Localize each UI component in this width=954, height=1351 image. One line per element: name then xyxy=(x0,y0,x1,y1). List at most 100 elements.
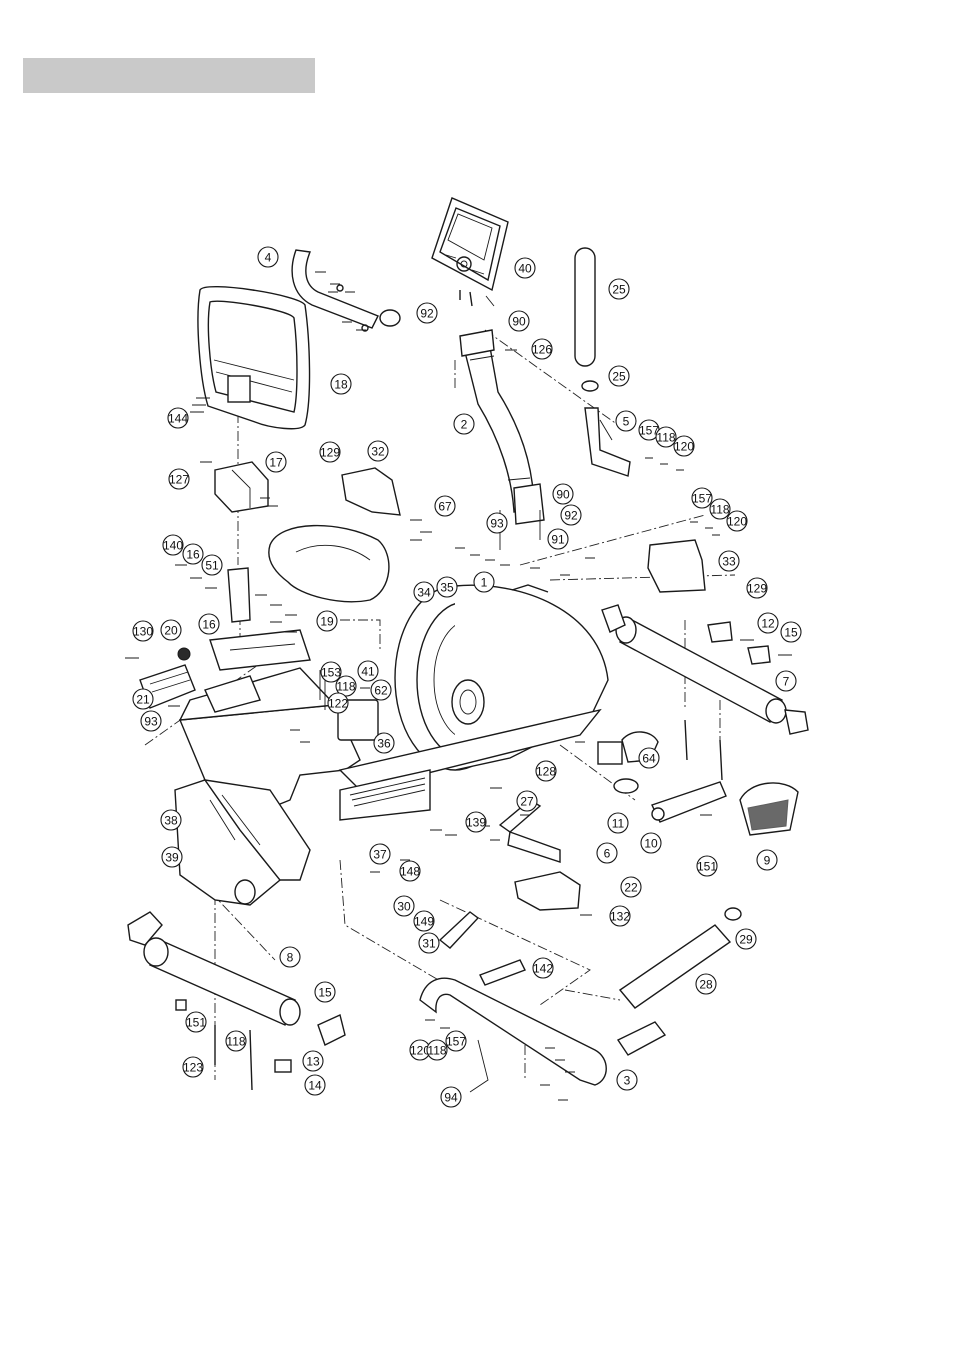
callout-label: 92 xyxy=(564,509,578,523)
callout-circle xyxy=(319,441,341,463)
callout-c157a: 157 xyxy=(638,419,660,441)
callout-label: 13 xyxy=(306,1055,320,1069)
callout-label: 148 xyxy=(400,865,420,879)
callout-circle xyxy=(168,468,190,490)
callout-circle xyxy=(185,1011,207,1033)
callout-c15a: 15 xyxy=(780,621,802,643)
callout-circle xyxy=(735,928,757,950)
callout-c12a: 12 xyxy=(757,612,779,634)
callout-label: 15 xyxy=(784,626,798,640)
callout-c16a: 16 xyxy=(182,543,204,565)
rear-stabilizer-part xyxy=(127,911,346,1091)
callout-label: 157 xyxy=(446,1035,466,1049)
callout-label: 40 xyxy=(518,262,532,276)
backrest-part xyxy=(197,286,311,430)
callout-label: 2 xyxy=(461,418,468,432)
callout-label: 28 xyxy=(699,978,713,992)
callout-label: 64 xyxy=(642,752,656,766)
callout-circle xyxy=(560,504,582,526)
callout-c14: 14 xyxy=(304,1074,326,1096)
callout-c120c: 120 xyxy=(409,1039,431,1061)
upper-handlebar-part xyxy=(291,249,401,329)
callout-label: 41 xyxy=(361,665,375,679)
callout-c40: 40 xyxy=(514,257,536,279)
upper-column-part xyxy=(459,329,545,525)
callout-circle xyxy=(320,661,342,683)
callout-c118a: 118 xyxy=(655,426,677,448)
callout-circle xyxy=(160,809,182,831)
callout-label: 94 xyxy=(444,1091,458,1105)
callout-c127: 127 xyxy=(168,468,190,490)
front-stabilizer-part xyxy=(601,604,809,781)
callout-circle xyxy=(418,932,440,954)
callout-c1: 1 xyxy=(473,571,495,593)
callout-label: 14 xyxy=(308,1079,322,1093)
callout-circle xyxy=(160,619,182,641)
callout-circle xyxy=(535,760,557,782)
callout-c13: 13 xyxy=(302,1050,324,1072)
callout-c29: 29 xyxy=(735,928,757,950)
callout-circle xyxy=(167,407,189,429)
callout-label: 92 xyxy=(420,307,434,321)
callout-label: 36 xyxy=(377,737,391,751)
callout-circle xyxy=(616,1069,638,1091)
callout-c139: 139 xyxy=(465,811,487,833)
callout-circle xyxy=(440,1086,462,1108)
callout-circle xyxy=(532,957,554,979)
callout-label: 140 xyxy=(163,539,183,553)
callout-circle xyxy=(370,679,392,701)
callout-circle xyxy=(609,905,631,927)
callout-c122: 122 xyxy=(327,692,349,714)
callout-label: 38 xyxy=(164,814,178,828)
callout-c132: 132 xyxy=(609,905,631,927)
callout-circle xyxy=(393,895,415,917)
front-handlebar-part xyxy=(419,907,742,1086)
callout-c92a: 92 xyxy=(416,302,438,324)
callout-label: 25 xyxy=(612,283,626,297)
callout-circle xyxy=(367,440,389,462)
callout-label: 15 xyxy=(318,986,332,1000)
callout-label: 130 xyxy=(133,625,153,639)
section-header-bar xyxy=(23,58,315,93)
callout-circle xyxy=(780,621,802,643)
callout-c129a: 129 xyxy=(319,441,341,463)
callout-c62: 62 xyxy=(370,679,392,701)
callout-circle xyxy=(314,981,336,1003)
callout-label: 127 xyxy=(169,473,189,487)
callout-c91: 91 xyxy=(547,528,569,550)
callout-label: 157 xyxy=(639,424,659,438)
callout-label: 128 xyxy=(536,765,556,779)
callout-c148: 148 xyxy=(399,860,421,882)
callout-c67: 67 xyxy=(434,495,456,517)
callout-label: 118 xyxy=(226,1035,245,1049)
callout-c142: 142 xyxy=(532,957,554,979)
callout-circle xyxy=(607,812,629,834)
callout-c120a: 120 xyxy=(673,435,695,457)
callout-circle xyxy=(453,413,475,435)
callout-c32: 32 xyxy=(367,440,389,462)
callout-circle xyxy=(746,577,768,599)
callout-label: 67 xyxy=(438,500,452,514)
callout-c4: 4 xyxy=(257,246,279,268)
callout-label: 4 xyxy=(265,251,272,265)
callout-label: 11 xyxy=(612,817,625,831)
callout-c149: 149 xyxy=(413,910,435,932)
callout-c140: 140 xyxy=(162,534,184,556)
callout-label: 34 xyxy=(417,586,431,600)
callout-circle xyxy=(426,1039,448,1061)
callout-circle xyxy=(445,1030,467,1052)
callout-c39: 39 xyxy=(161,846,183,868)
callout-circle xyxy=(608,365,630,387)
callout-c15b: 15 xyxy=(314,981,336,1003)
callout-circle xyxy=(335,675,357,697)
callout-circle xyxy=(709,498,731,520)
console-part xyxy=(431,197,509,307)
callout-circle xyxy=(486,512,508,534)
callout-label: 29 xyxy=(739,933,753,947)
callout-label: 20 xyxy=(164,624,178,638)
callout-circle xyxy=(416,302,438,324)
callout-c157c: 157 xyxy=(445,1030,467,1052)
callout-label: 35 xyxy=(440,581,454,595)
callout-label: 139 xyxy=(466,816,486,830)
callout-label: 142 xyxy=(533,962,553,976)
